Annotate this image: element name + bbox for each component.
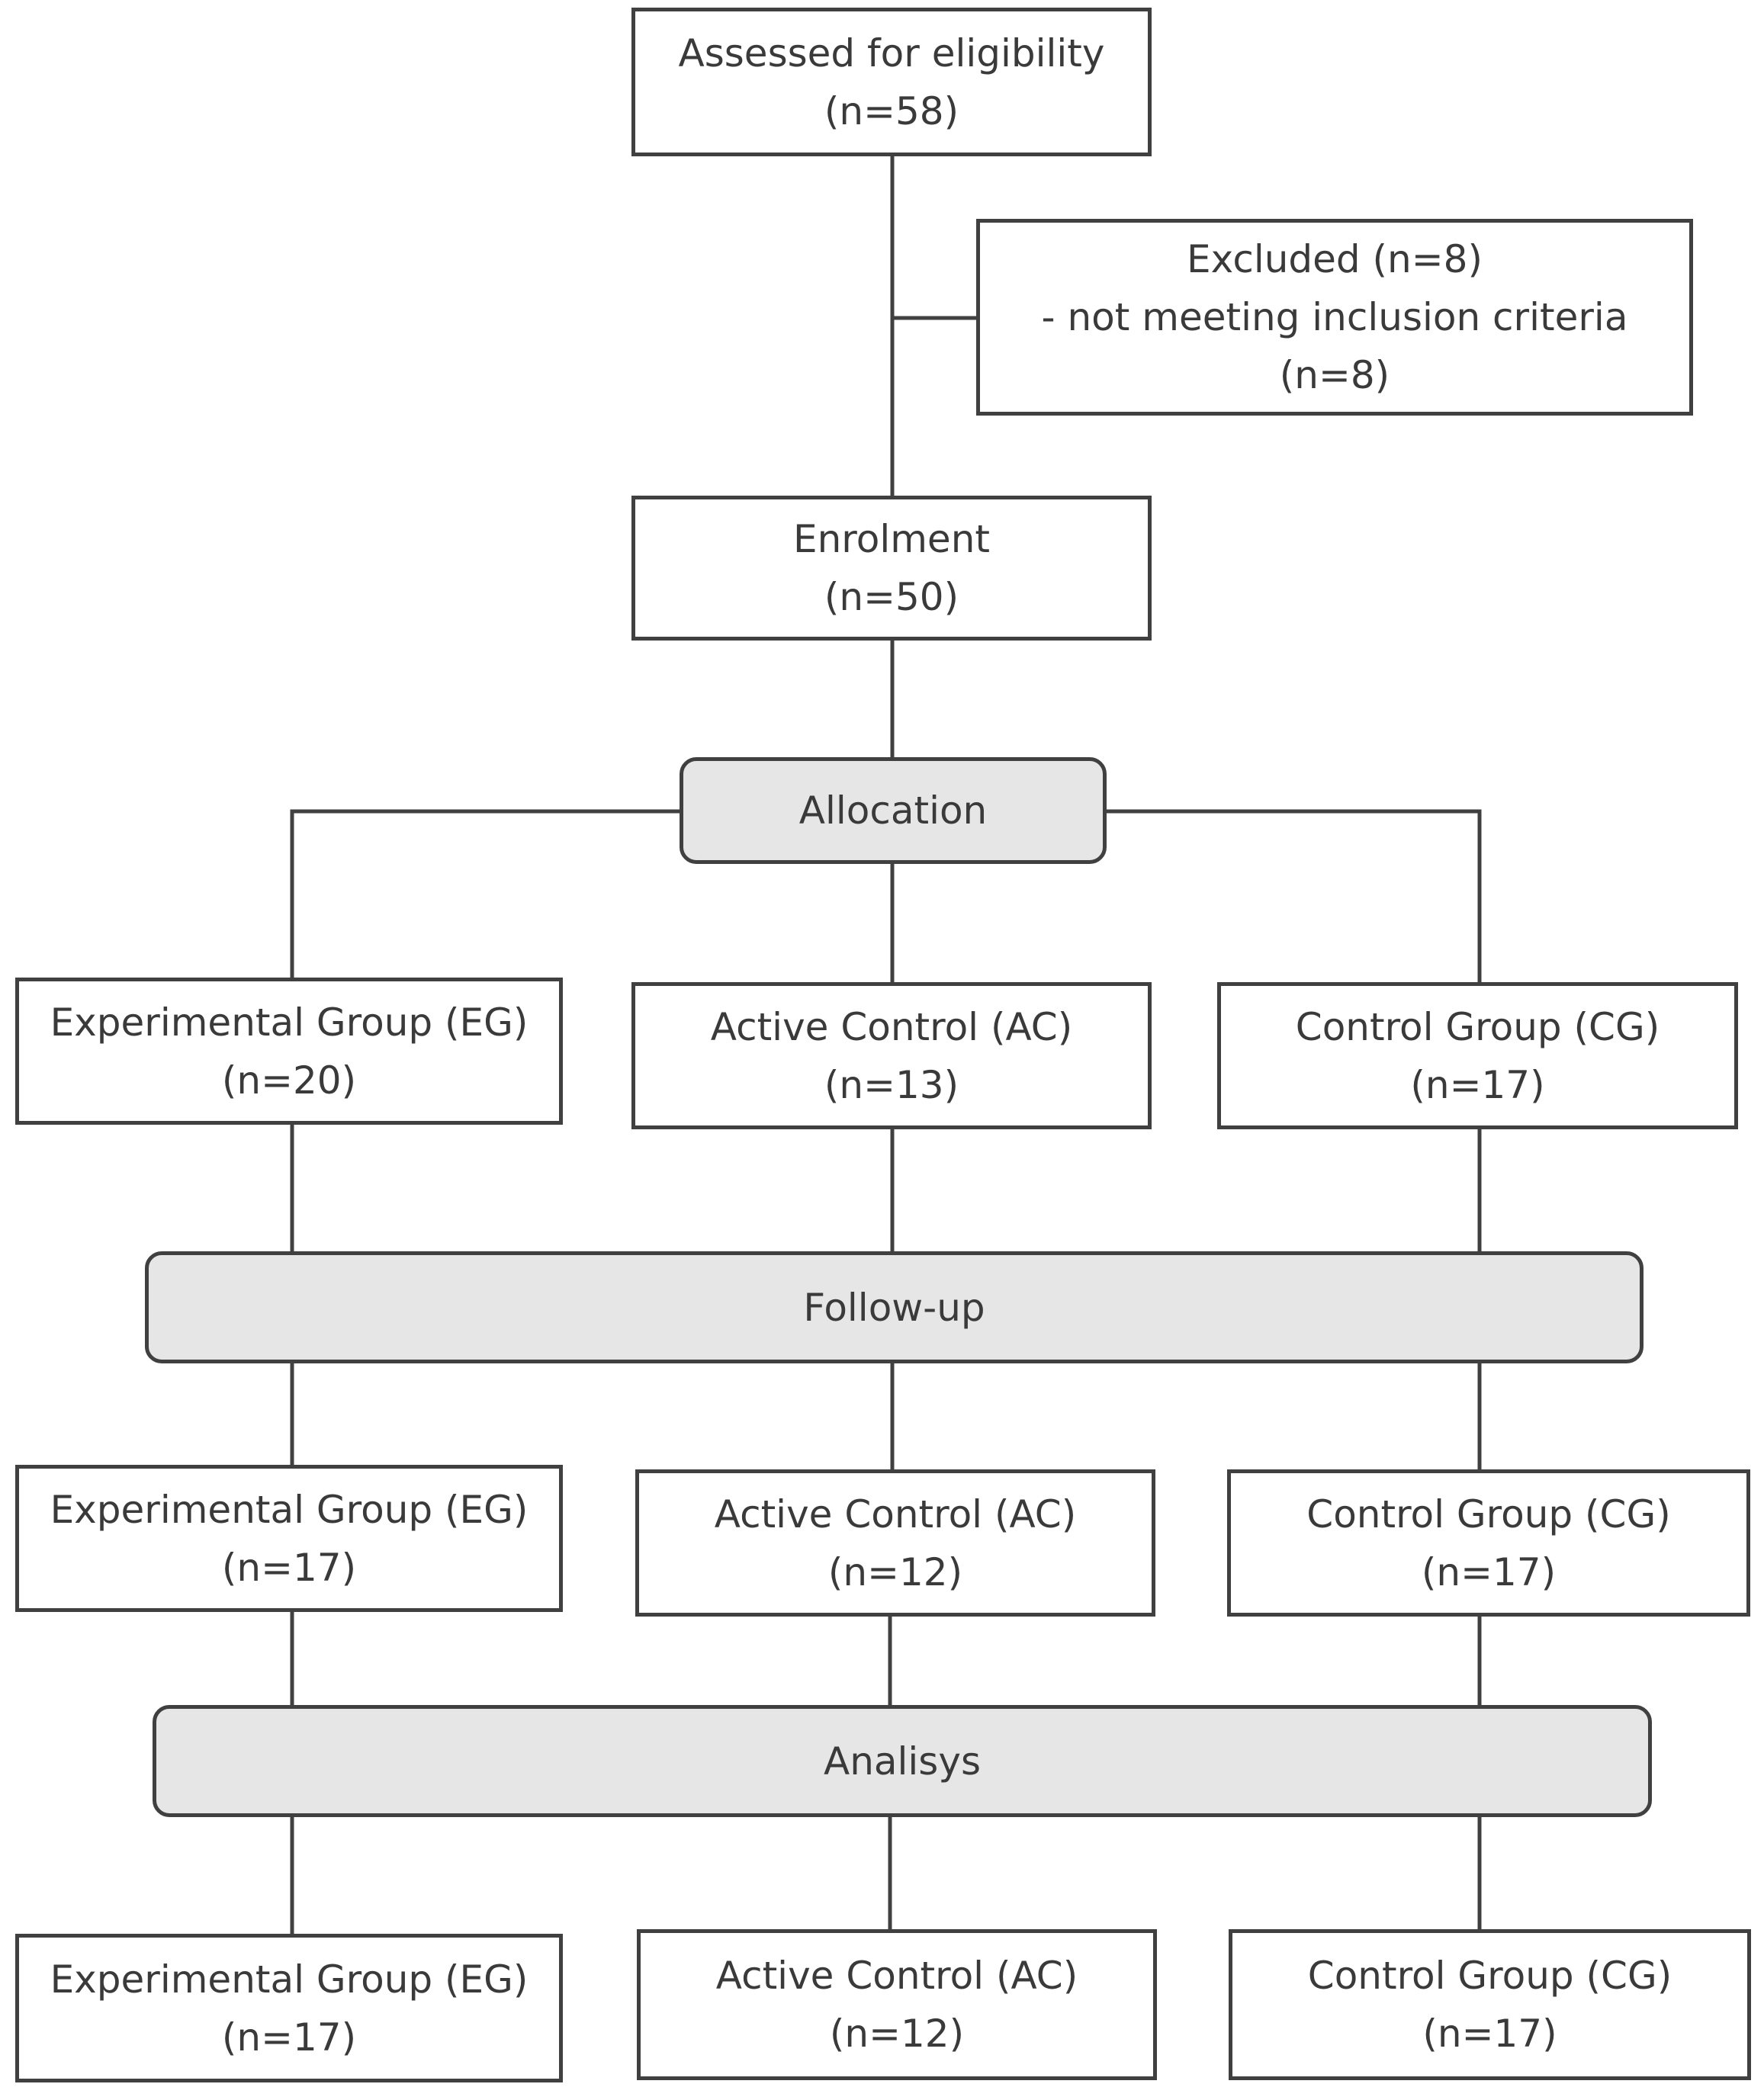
- analysis-stage: Analisys: [153, 1705, 1652, 1817]
- followup-ac-box: Active Control (AC) (n=12): [635, 1469, 1155, 1617]
- analysis-ac-label: Active Control (AC): [715, 1954, 1078, 1998]
- analysis-ac-box: Active Control (AC) (n=12): [637, 1929, 1157, 2080]
- analysis-eg-label: Experimental Group (EG): [50, 1957, 529, 2002]
- followup-cg-box: Control Group (CG) (n=17): [1227, 1469, 1750, 1617]
- enrolment-box: Enrolment (n=50): [631, 496, 1152, 641]
- followup-label: Follow-up: [803, 1285, 985, 1330]
- followup-ac-count: (n=12): [827, 1549, 963, 1594]
- followup-stage: Follow-up: [145, 1251, 1644, 1363]
- followup-eg-count: (n=17): [221, 1545, 357, 1590]
- enrolment-label: Enrolment: [793, 517, 990, 561]
- excluded-reason: - not meeting inclusion criteria: [1041, 295, 1628, 339]
- followup-eg-label: Experimental Group (EG): [50, 1487, 529, 1532]
- analysis-label: Analisys: [823, 1739, 981, 1784]
- assessed-box: Assessed for eligibility (n=58): [631, 8, 1152, 156]
- excluded-label: Excluded (n=8): [1187, 237, 1483, 281]
- followup-eg-box: Experimental Group (EG) (n=17): [15, 1465, 563, 1612]
- analysis-cg-box: Control Group (CG) (n=17): [1229, 1929, 1751, 2080]
- followup-cg-count: (n=17): [1421, 1549, 1557, 1594]
- excluded-box: Excluded (n=8) - not meeting inclusion c…: [976, 219, 1693, 416]
- allocation-eg-label: Experimental Group (EG): [50, 1000, 529, 1045]
- allocation-label: Allocation: [798, 788, 988, 833]
- enrolment-count: (n=50): [824, 575, 959, 619]
- analysis-cg-label: Control Group (CG): [1307, 1954, 1672, 1998]
- connector-allocation-cg: [1105, 809, 1482, 984]
- analysis-ac-count: (n=12): [829, 2012, 965, 2056]
- assessed-label: Assessed for eligibility: [678, 31, 1105, 75]
- analysis-cg-count: (n=17): [1422, 2012, 1557, 2056]
- excluded-count: (n=8): [1279, 353, 1390, 397]
- analysis-eg-box: Experimental Group (EG) (n=17): [15, 1934, 563, 2082]
- allocation-ac-label: Active Control (AC): [710, 1004, 1073, 1049]
- allocation-eg-box: Experimental Group (EG) (n=20): [15, 978, 563, 1125]
- allocation-cg-count: (n=17): [1410, 1062, 1545, 1107]
- allocation-cg-label: Control Group (CG): [1295, 1004, 1660, 1049]
- allocation-stage: Allocation: [680, 757, 1107, 864]
- analysis-eg-count: (n=17): [221, 2015, 357, 2060]
- allocation-ac-count: (n=13): [824, 1062, 959, 1107]
- connector-allocation-eg: [290, 809, 681, 979]
- followup-ac-label: Active Control (AC): [714, 1492, 1077, 1536]
- allocation-eg-count: (n=20): [221, 1058, 357, 1103]
- allocation-cg-box: Control Group (CG) (n=17): [1217, 982, 1738, 1129]
- assessed-count: (n=58): [824, 88, 959, 133]
- allocation-ac-box: Active Control (AC) (n=13): [631, 982, 1152, 1129]
- followup-cg-label: Control Group (CG): [1306, 1492, 1671, 1536]
